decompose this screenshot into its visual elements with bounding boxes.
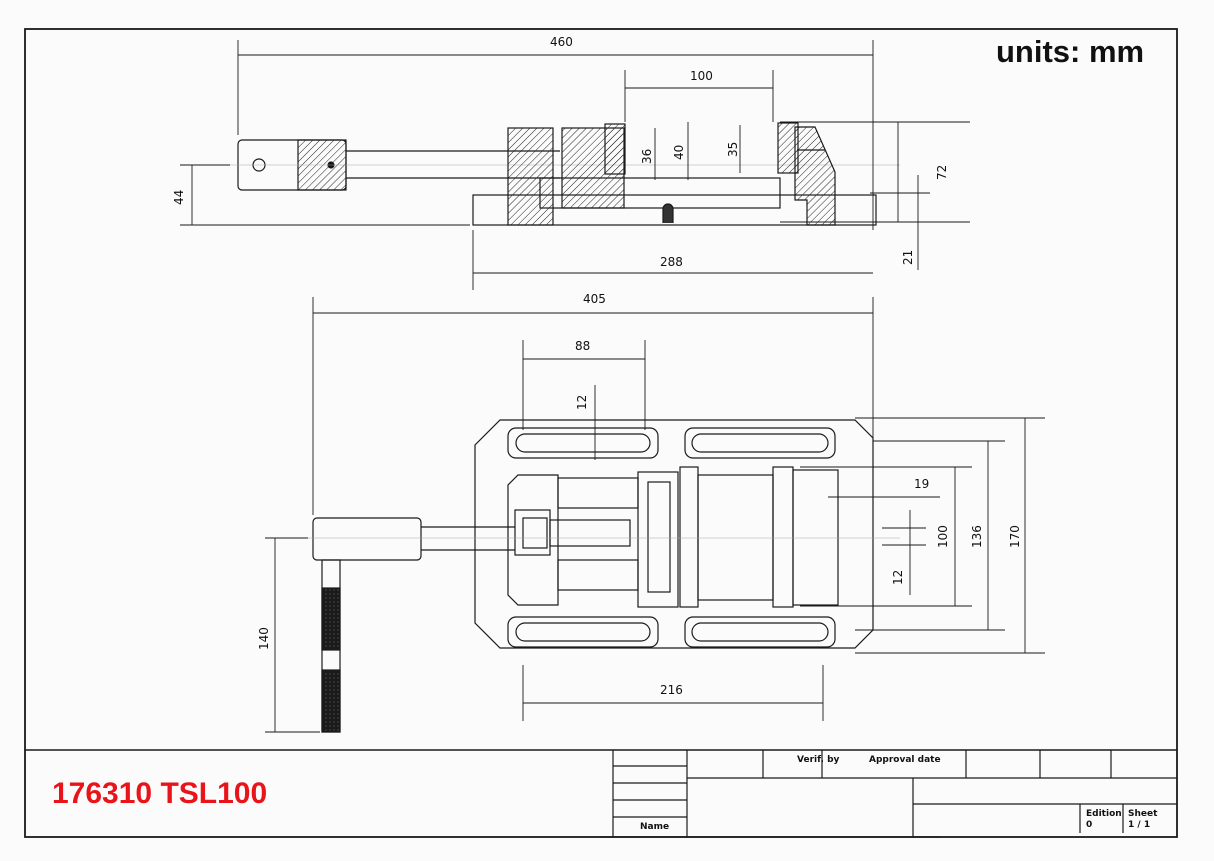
dim-405: 405 [583, 292, 606, 306]
top-view [300, 419, 900, 733]
dim-460: 460 [550, 35, 573, 49]
dim-19: 19 [914, 477, 929, 491]
name-label: Name [640, 822, 670, 832]
handle-bar [312, 517, 422, 561]
dim-100-top: 100 [936, 525, 950, 548]
side-view [200, 122, 900, 226]
dim-288: 288 [660, 255, 683, 269]
dim-216: 216 [660, 683, 683, 697]
edition-value: 0 [1086, 820, 1093, 830]
dim-72: 72 [935, 165, 949, 180]
edition-label: Edition [1086, 809, 1122, 819]
dim-44: 44 [172, 190, 186, 205]
dim-136: 136 [970, 525, 984, 548]
vise-base-plate [474, 419, 874, 649]
dim-35: 35 [726, 142, 740, 157]
sheet-value: 1 / 1 [1128, 820, 1151, 830]
dim-100: 100 [690, 69, 713, 83]
vise-base [472, 194, 877, 226]
top-view-dimensions [265, 297, 1045, 733]
part-number: 176310 TSL100 [52, 777, 268, 810]
dim-36: 36 [640, 149, 654, 164]
approval-date-label: Approval date [869, 755, 941, 765]
verif-by-label: Verif. by [797, 755, 840, 765]
sheet-label: Sheet [1128, 809, 1158, 819]
dim-170: 170 [1008, 525, 1022, 548]
dim-40: 40 [672, 145, 686, 160]
dim-12-slot: 12 [575, 395, 589, 410]
dim-88: 88 [575, 339, 590, 353]
units-label: units: mm [996, 34, 1145, 69]
side-view-dimensions [180, 40, 970, 290]
dim-21: 21 [901, 250, 915, 265]
dim-140: 140 [257, 627, 271, 650]
title-block-grid [600, 750, 1177, 838]
dim-12-center: 12 [891, 570, 905, 585]
